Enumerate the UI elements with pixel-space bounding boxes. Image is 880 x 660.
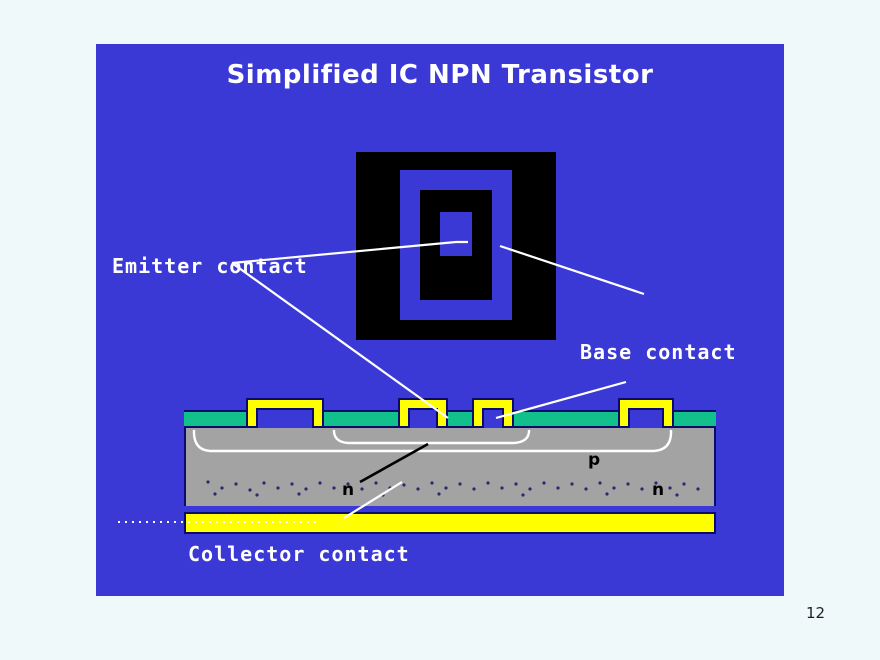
label-base-contact: Base contact [580, 340, 737, 364]
top-view-inner-black-ring [420, 190, 492, 300]
slide-canvas: Simplified IC NPN Transistor [96, 44, 784, 596]
dopant-label-p: p [588, 450, 601, 470]
dopant-label-n-right: n [652, 480, 665, 500]
top-view-base-ring [400, 170, 512, 320]
dopant-label-n-left: n [342, 480, 355, 500]
metal-window-4 [628, 408, 664, 428]
top-view-diagram [356, 152, 556, 340]
back-metal-collector-layer [184, 512, 716, 534]
emitter-junction-curve [332, 430, 531, 445]
base-junction-curve [192, 430, 673, 453]
dopant-speckle [206, 480, 700, 497]
junction-overlay [192, 430, 700, 497]
metal-contact-base [472, 398, 514, 428]
label-collector-contact: Collector contact [188, 542, 410, 566]
top-view-emitter-core [440, 212, 472, 256]
page-number: 12 [806, 604, 826, 622]
n-label-pointer [359, 442, 429, 484]
page-title: Simplified IC NPN Transistor [226, 60, 654, 90]
cross-section-diagram: n p n [184, 398, 716, 542]
label-emitter-contact: Emitter contact [112, 254, 308, 278]
metal-contact-collector-right [618, 398, 674, 428]
silicon-substrate-layer [184, 426, 716, 506]
